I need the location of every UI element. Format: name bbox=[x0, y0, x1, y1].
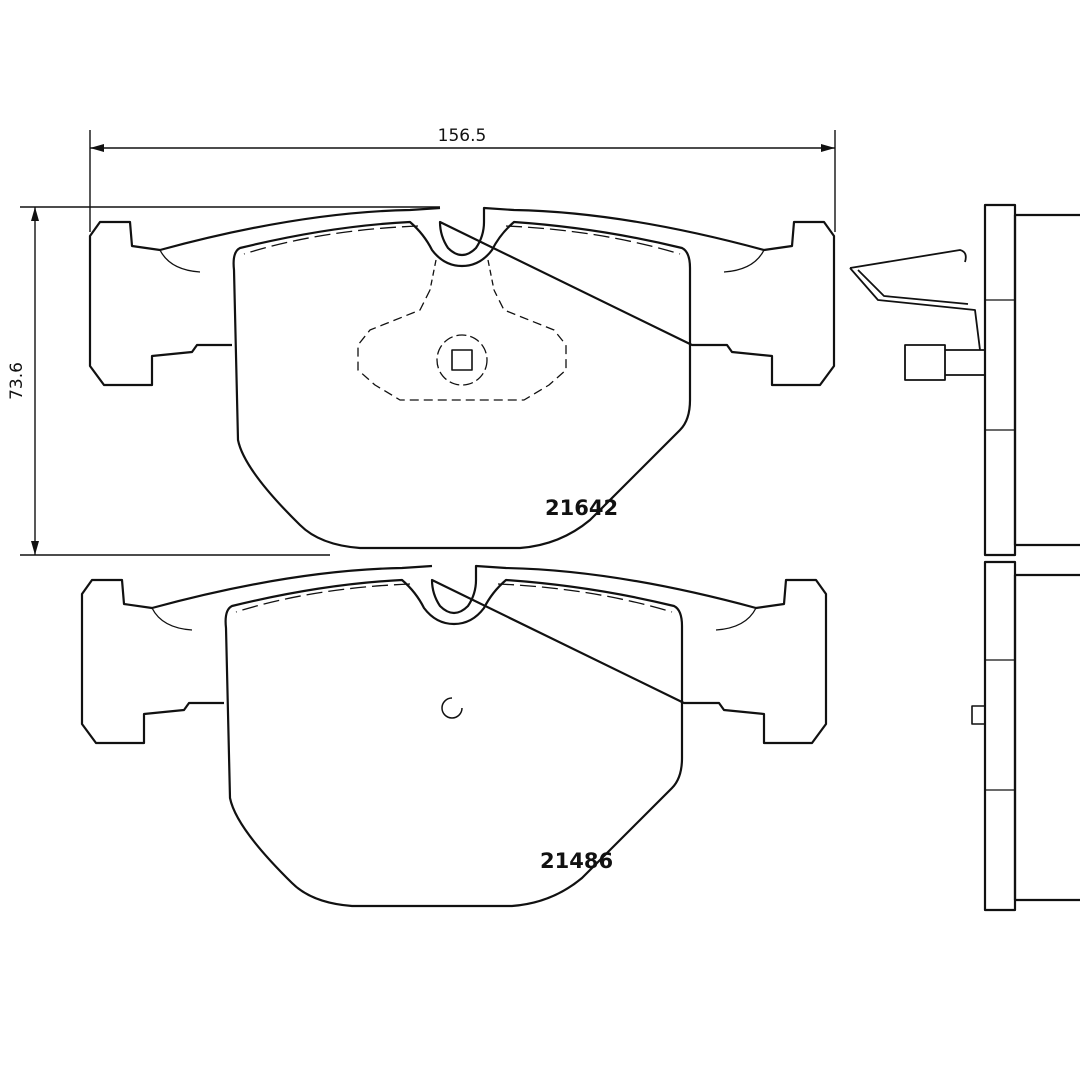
brake-pad-bottom bbox=[80, 564, 828, 908]
height-dimension: 73.6 bbox=[7, 206, 440, 556]
width-label: 156.5 bbox=[438, 126, 487, 146]
friction-pad bbox=[224, 578, 684, 908]
guide-pin bbox=[904, 344, 985, 381]
width-dimension: 156.5 bbox=[89, 126, 836, 232]
brake-pad-top bbox=[88, 206, 836, 550]
height-label: 73.6 bbox=[7, 362, 27, 400]
part-number-top: 21642 bbox=[545, 496, 618, 520]
friction-pad bbox=[232, 220, 692, 550]
side-view-bottom bbox=[971, 560, 1080, 912]
backing-plate bbox=[80, 564, 828, 745]
spring-clip bbox=[849, 249, 981, 351]
part-number-bottom: 21486 bbox=[540, 849, 613, 873]
side-view-top bbox=[849, 203, 1080, 557]
backing-plate bbox=[88, 206, 836, 387]
